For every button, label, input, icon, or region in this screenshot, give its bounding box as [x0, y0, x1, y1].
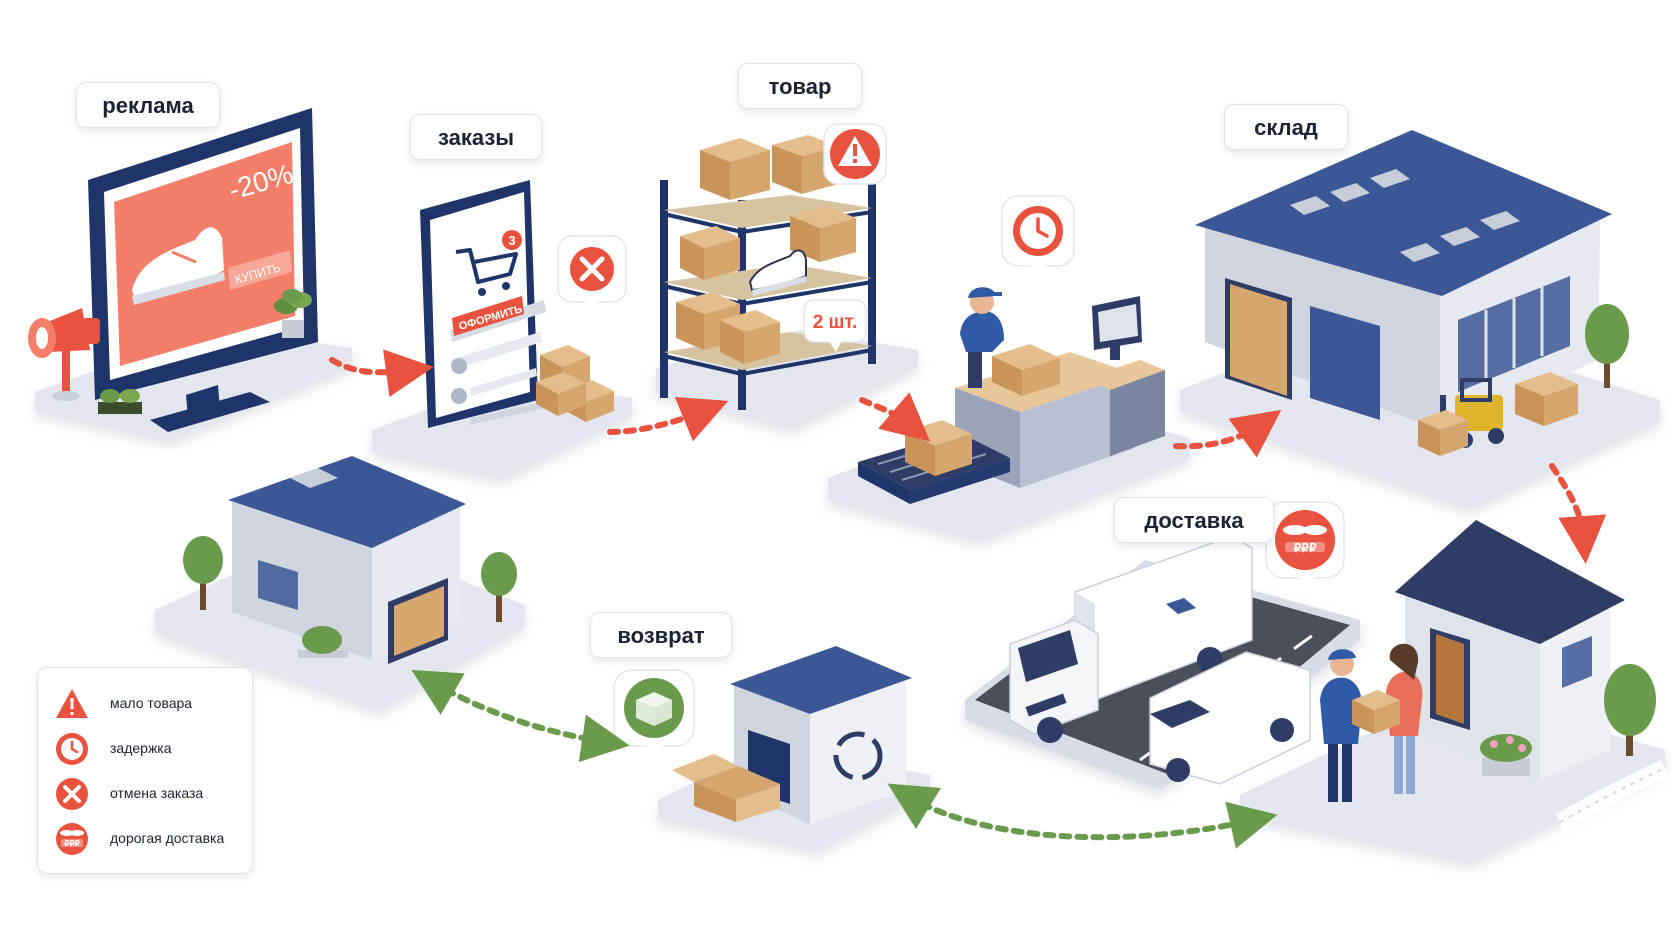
open-box	[672, 754, 780, 822]
delivery-van	[1149, 651, 1311, 785]
arrow-warehouse-vozvrat	[411, 669, 630, 763]
cancel-icon	[56, 778, 88, 810]
tree-icon	[481, 552, 517, 622]
clock-callout	[1001, 195, 1075, 278]
stage-label-zakazy: заказы	[410, 114, 542, 160]
fence	[1555, 759, 1669, 830]
cart-icon	[455, 248, 518, 296]
arrow-zakazy-to-tovar	[607, 396, 729, 442]
tree-icon	[183, 536, 223, 610]
small-warehouse	[228, 456, 466, 664]
legend: мало товара задержка отмена заказа ₽₽₽ д…	[37, 667, 253, 874]
coins-icon: ₽₽₽	[1283, 525, 1327, 555]
clock-icon	[1013, 206, 1063, 256]
stage-label-dostavka: доставка	[1114, 497, 1274, 543]
pallet-boxes	[1418, 372, 1578, 456]
tree-icon	[1604, 664, 1656, 756]
warehouse-building	[1195, 130, 1612, 430]
stage-label-vozvrat: возврат	[590, 612, 732, 658]
coins-icon: ₽₽₽	[56, 823, 88, 855]
clock-icon	[56, 733, 88, 765]
bench-plant	[298, 626, 348, 658]
return-box-icon	[636, 692, 672, 726]
coins-callout: ₽₽₽	[1265, 501, 1345, 592]
courier	[1320, 649, 1362, 802]
legend-text-expensive-delivery: дорогая доставка	[110, 830, 225, 846]
quantity-text: 2 шт.	[813, 312, 858, 333]
legend-item-expensive-delivery: ₽₽₽ дорогая доставка	[54, 821, 244, 857]
warning-callout	[823, 123, 887, 185]
computer-monitor	[1092, 296, 1142, 360]
arrow-vozvrat-house	[887, 783, 1278, 849]
shelf-boxes	[676, 135, 856, 364]
stage-label-tovar: товар	[738, 63, 862, 109]
stage-label-sklad: склад	[1224, 104, 1348, 150]
legend-text-order-cancel: отмена заказа	[110, 785, 204, 801]
stage-label-reklama: реклама	[76, 82, 220, 128]
legend-coins-text: ₽₽₽	[64, 839, 79, 848]
packing-worker	[960, 287, 1004, 388]
arrow-tovar-to-packing	[859, 392, 931, 442]
cancel-icon	[579, 256, 605, 282]
legend-item-order-cancel: отмена заказа	[54, 776, 244, 812]
quantity-callout: 2 шт.	[803, 299, 867, 352]
flow-arrows	[329, 349, 1607, 849]
cart-count: 3	[508, 233, 515, 248]
legend-item-delay: задержка	[54, 731, 244, 767]
flower-pot	[1480, 734, 1532, 776]
sneaker-icon	[748, 249, 807, 296]
plant-icon	[98, 389, 142, 414]
cart-badge	[502, 230, 522, 250]
warning-icon	[56, 689, 88, 718]
arrow-packing-to-sklad	[1173, 409, 1282, 458]
parcel-box	[1352, 690, 1400, 734]
megaphone-icon	[28, 308, 100, 401]
sneaker-ad-image	[132, 227, 225, 305]
legend-item-low-stock: мало товара	[54, 686, 244, 722]
coins-text: ₽₽₽	[1294, 541, 1317, 555]
house	[1395, 520, 1625, 780]
cancel-callout	[557, 235, 627, 312]
plant-icon	[274, 289, 312, 338]
arrow-reklama-to-zakazy	[329, 349, 434, 397]
delivery-truck	[1009, 535, 1253, 743]
return-callout	[613, 669, 695, 760]
legend-text-low-stock: мало товара	[110, 695, 193, 711]
legend-text-delay: задержка	[110, 740, 172, 756]
arrow-sklad-to-house	[1549, 463, 1607, 564]
box-stack	[536, 345, 614, 422]
tree-icon	[1585, 304, 1629, 388]
